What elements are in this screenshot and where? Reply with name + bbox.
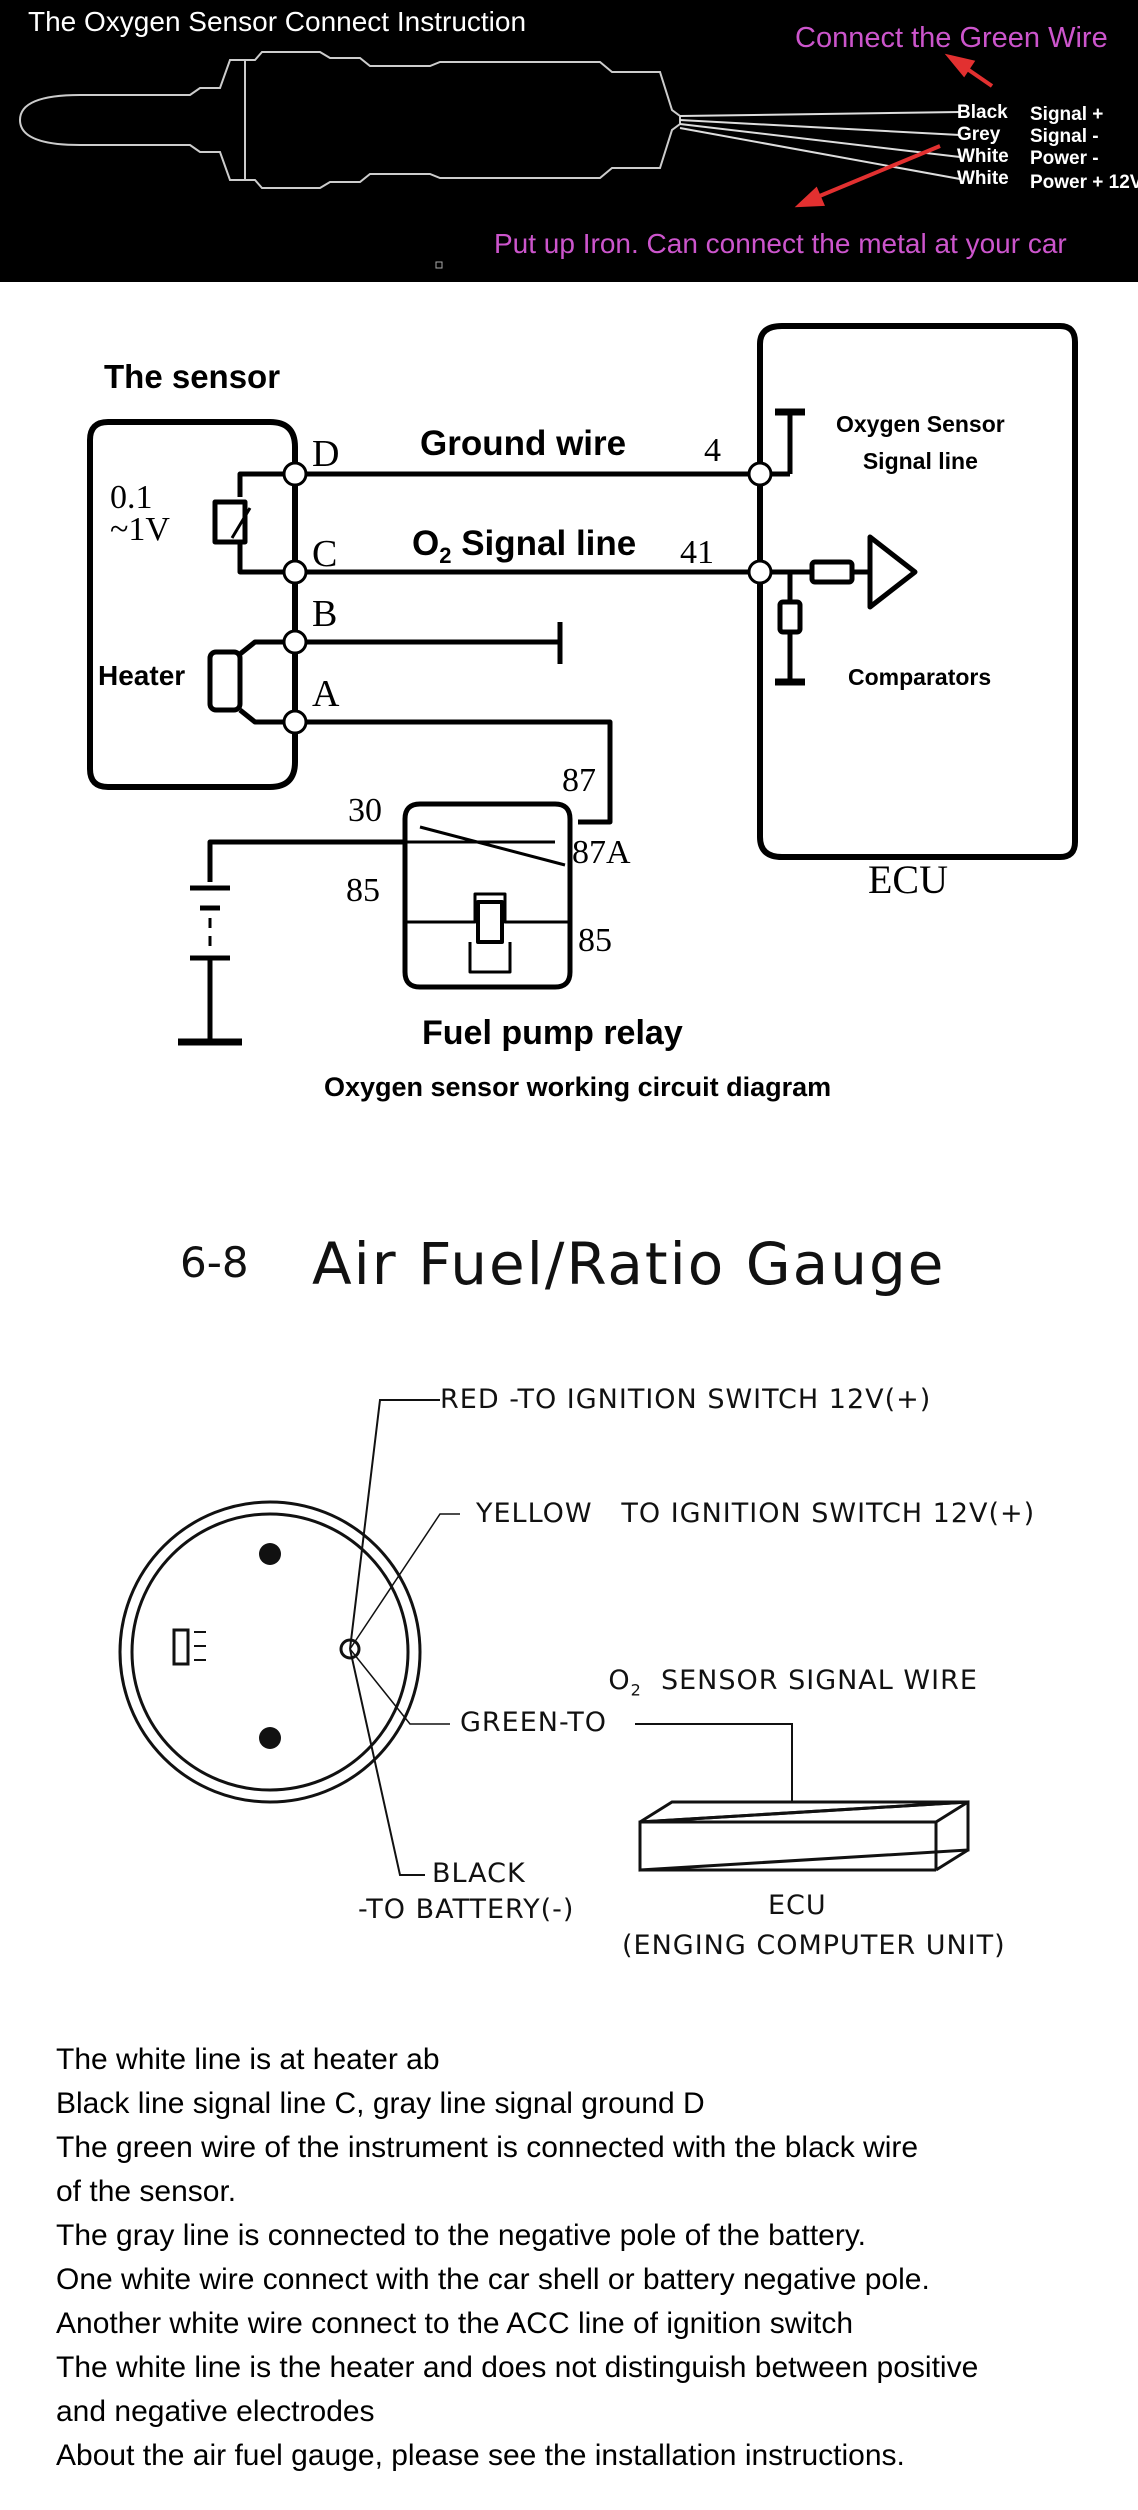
sensor-voltage: 0.1 ~1V (110, 479, 170, 548)
header-title: The Oxygen Sensor Connect Instruction (28, 6, 527, 37)
relay-pin-85-right: 85 (578, 922, 612, 959)
o2-symbol: O (412, 524, 440, 563)
note-line: The green wire of the instrument is conn… (56, 2131, 919, 2164)
wire-color-white-1: White (957, 146, 1009, 167)
ecu-label: ECU (868, 857, 948, 902)
pin-d: D (312, 433, 340, 475)
connect-green-note: Connect the Green Wire (795, 22, 1108, 54)
gauge-title: Air Fuel/Ratio Gauge (312, 1230, 946, 1298)
o2-symbol-gauge: O (608, 1665, 631, 1696)
wire-color-white-2: White (957, 168, 1009, 189)
relay-pin-30: 30 (348, 792, 382, 829)
note-line: The white line is at heater ab (56, 2043, 440, 2076)
heater-label: Heater (98, 660, 186, 691)
o2-sensor-signal-text: SENSOR SIGNAL WIRE (641, 1665, 978, 1696)
note-line: The white line is the heater and does no… (56, 2351, 979, 2384)
note-line: and negative electrodes (56, 2395, 375, 2428)
o2-signal-text: Signal line (451, 524, 637, 563)
ground-wire-label: Ground wire (420, 424, 627, 463)
note-line: Another white wire connect to the ACC li… (56, 2307, 854, 2340)
yellow-wire-label: YELLOW TO IGNITION SWITCH 12V(+) (476, 1498, 1036, 1529)
o2-signal-label: O2 Signal line (412, 524, 636, 569)
installation-notes: The white line is at heater ab Black lin… (56, 2038, 1126, 2478)
gauge-drawing (118, 1399, 970, 1876)
sensor-outline-drawing (18, 51, 994, 269)
battery-label: -TO BATTERY(-) (358, 1894, 575, 1925)
wire-function-power-plus: Power + 12V (1030, 172, 1138, 193)
note-line: of the sensor. (56, 2175, 237, 2208)
circuit-diagram: The sensor 0.1 ~1V Heater D C B A Ground… (0, 282, 1138, 1162)
relay-pin-85-left: 85 (346, 872, 380, 909)
green-wire-label: GREEN-TO (460, 1707, 608, 1738)
wire-color-grey: Grey (957, 124, 1001, 145)
relay-pin-87a: 87A (572, 834, 631, 871)
pin-a: A (312, 673, 340, 715)
sensor-title: The sensor (104, 358, 281, 395)
iron-note: Put up Iron. Can connect the metal at yo… (494, 228, 1067, 259)
o2-signal-wire-label: O2 SENSOR SIGNAL WIRE (570, 1634, 978, 1730)
circuit-caption: Oxygen sensor working circuit diagram (324, 1072, 832, 1102)
note-line: Black line signal line C, gray line sign… (56, 2087, 705, 2120)
ecu-pin-4: 4 (704, 432, 721, 469)
circuit-drawing (87, 323, 1078, 1046)
pin-c: C (312, 533, 338, 575)
black-wire-label: BLACK (432, 1858, 526, 1889)
note-line: The gray line is connected to the negati… (56, 2219, 866, 2252)
ecu-gauge-label: ECU (768, 1890, 827, 1921)
pin-b: B (312, 593, 338, 635)
relay-title: Fuel pump relay (422, 1014, 683, 1052)
comparators-label: Comparators (848, 664, 992, 690)
ecu-full-label: (ENGING COMPUTER UNIT) (622, 1930, 1006, 1961)
sensor-connect-header: The Oxygen Sensor Connect Instruction Co… (0, 0, 1138, 282)
gauge-wiring-diagram: 6-8 Air Fuel/Ratio Gauge RED -TO IGNITIO… (0, 1162, 1138, 2020)
o2-subscript-gauge: 2 (630, 1680, 642, 1700)
wire-function-signal-minus: Signal - (1030, 126, 1099, 147)
red-wire-label: RED -TO IGNITION SWITCH 12V(+) (440, 1384, 932, 1415)
section-number: 6-8 (180, 1238, 249, 1287)
wire-function-power-minus: Power - (1030, 148, 1099, 169)
relay-pin-87: 87 (562, 762, 596, 799)
note-line: About the air fuel gauge, please see the… (56, 2439, 905, 2472)
ecu-signal-label: Oxygen Sensor Signal line (836, 411, 1005, 474)
wire-color-black: Black (957, 102, 1008, 123)
o2-subscript: 2 (439, 543, 452, 568)
wire-function-signal-plus: Signal + (1030, 104, 1104, 125)
note-line: One white wire connect with the car shel… (56, 2263, 930, 2296)
ecu-pin-41: 41 (680, 534, 714, 571)
